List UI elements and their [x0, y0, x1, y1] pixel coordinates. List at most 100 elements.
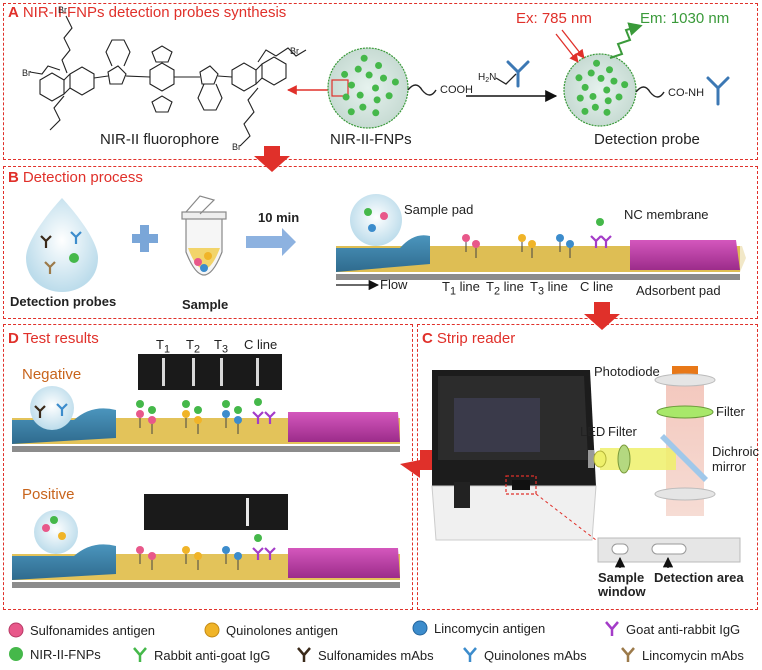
dichroic-mirror	[660, 434, 708, 482]
optical-path	[588, 366, 716, 516]
fnp-particle	[603, 86, 611, 94]
test-line-antigen	[234, 552, 242, 560]
fnp-particle	[342, 93, 350, 101]
antibody-icon-probe	[706, 76, 730, 106]
legend-rabbit-anti-goat: Rabbit anti-goat IgG	[132, 646, 270, 664]
quinolones-antigen	[58, 532, 66, 540]
plus-icon	[132, 225, 158, 252]
test-line-antigen	[472, 240, 480, 248]
mirror-label: mirror	[712, 459, 746, 474]
sulfonamides-antigen	[194, 258, 202, 266]
antibody-icon-a	[506, 60, 530, 88]
fnp-particle	[373, 96, 381, 104]
test-line-antigen	[566, 240, 574, 248]
flow-label: Flow	[380, 277, 408, 292]
fnp-particle	[359, 103, 367, 111]
quinolones-mab	[56, 403, 68, 416]
fnp-particle	[603, 108, 611, 116]
filter-left	[617, 444, 631, 474]
emission-arrow	[609, 22, 643, 59]
sample-cartridge	[597, 537, 741, 568]
fnp-particle	[605, 66, 613, 74]
adsorbent-pad-label: Adsorbent pad	[636, 283, 721, 298]
legend-goat-anti-rabbit: Goat anti-rabbit IgG	[604, 620, 740, 638]
nir-fnps-sphere	[327, 47, 437, 129]
positive-strip-image	[144, 494, 288, 530]
negative-bands	[162, 358, 259, 386]
molecule-markers	[34, 54, 629, 570]
quinolones-mabs-icon	[463, 647, 477, 662]
filter-top-label: Filter	[716, 404, 745, 419]
conh-label: CO-NH	[668, 87, 704, 99]
lfia-strip-positive	[12, 544, 400, 588]
sample-label: Sample	[182, 297, 229, 312]
test-line-antigen	[518, 234, 526, 242]
t2-line-label: T2 line	[486, 279, 524, 298]
fnp-particle	[347, 81, 355, 89]
lfia-strip-negative	[12, 408, 400, 452]
fnp-particle	[596, 218, 604, 226]
fnps-label: NIR-II-FNPs	[330, 131, 412, 148]
goat-anti-rabbit	[264, 411, 276, 424]
filter-left-label: Filter	[608, 424, 637, 439]
fnp-particle	[621, 81, 629, 89]
fnp-particle	[50, 516, 58, 524]
fnp-particle	[360, 54, 368, 62]
panel-b	[3, 166, 758, 319]
rabbit-anti-goat-icon	[133, 647, 147, 662]
fnp-particle	[610, 77, 618, 85]
photodiode-label: Photodiode	[594, 364, 660, 379]
fnp-particle	[391, 78, 399, 86]
fnp-particle	[136, 400, 144, 408]
test-line-antigen	[556, 234, 564, 242]
test-line-antigen	[182, 546, 190, 554]
strip-t1-label: T1	[156, 337, 170, 356]
negative-label: Negative	[22, 366, 82, 383]
arrow-a-to-b	[254, 146, 290, 172]
goat-anti-rabbit	[252, 547, 264, 560]
strip-c-label: C line	[244, 337, 278, 352]
h2n-label: H2N	[478, 72, 496, 84]
panel-a	[3, 3, 758, 160]
lincomycin-antigen-icon	[412, 620, 428, 636]
test-line-antigen	[222, 410, 230, 418]
goat-anti-rabbit	[600, 235, 612, 248]
fnp-particle	[194, 406, 202, 414]
probe-bubble-pos	[34, 510, 78, 554]
fnp-particle	[581, 83, 589, 91]
filter-top	[656, 405, 714, 419]
sulfonamides-mabs-icon	[297, 647, 311, 662]
fnp-particle	[575, 74, 583, 82]
panel-c	[417, 324, 758, 610]
fnp-particle	[591, 103, 599, 111]
lincomycin-mab	[44, 261, 56, 274]
test-line-antigen	[194, 552, 202, 560]
sample-pad-label: Sample pad	[404, 202, 474, 217]
fnp-particle	[341, 70, 349, 78]
fnp-particle	[148, 406, 156, 414]
fnp-particle	[365, 71, 373, 79]
br-label-2: Br	[22, 68, 31, 78]
t1-line-label: T1 line	[442, 279, 480, 298]
fnp-particle	[69, 253, 79, 263]
br-label-3: Br	[290, 46, 299, 56]
lincomycin-mabs-icon	[621, 647, 635, 662]
strip-t3-label: T3	[214, 337, 228, 356]
legend-sulfonamides-antigen: Sulfonamides antigen	[8, 622, 155, 638]
sulfonamides-mab	[40, 235, 52, 248]
test-line-antigen	[136, 546, 144, 554]
test-line-antigen	[136, 410, 144, 418]
fnp-particle	[589, 92, 597, 100]
sample-window-label-2: window	[598, 584, 646, 599]
fnp-particle	[385, 92, 393, 100]
positive-label: Positive	[22, 486, 75, 503]
br-label-4: Br	[232, 142, 241, 152]
probe-droplet	[26, 198, 98, 292]
fnp-particle	[380, 74, 388, 82]
goat-anti-rabbit	[252, 411, 264, 424]
sulfonamides-antigen	[380, 212, 388, 220]
arrow-c-to-d	[400, 450, 432, 478]
excitation-arrow	[555, 29, 585, 63]
test-line-antigen	[234, 416, 242, 424]
